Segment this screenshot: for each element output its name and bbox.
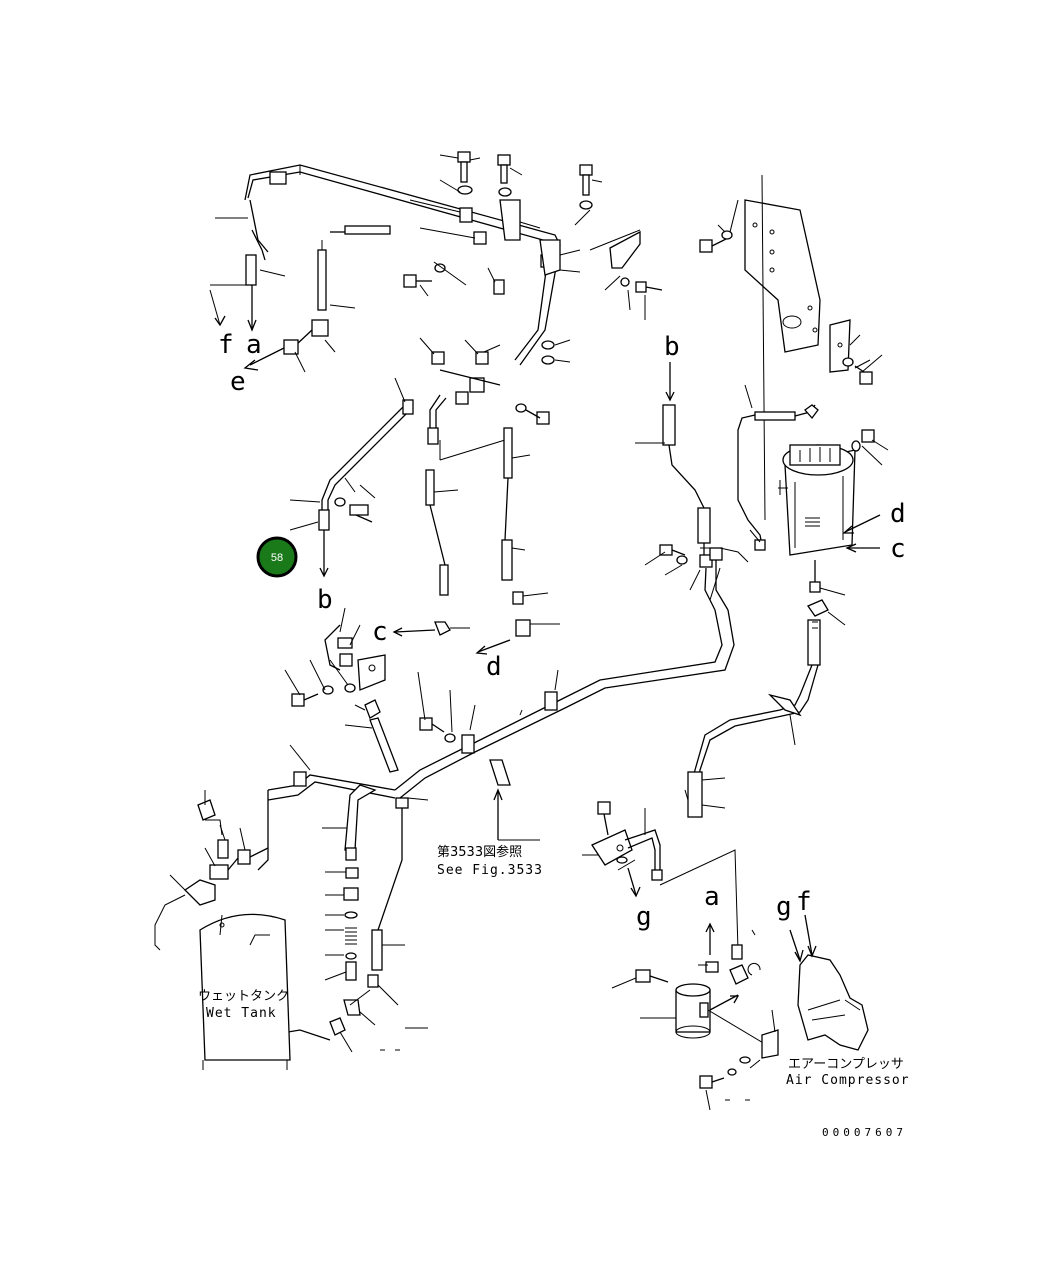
top-bolts-group <box>403 151 663 365</box>
drawing-number: 00007607 <box>822 1126 907 1139</box>
fig-ref-en: See Fig.3533 <box>437 863 543 878</box>
callout-g-mid: g <box>636 902 652 932</box>
callout-d-mid: d <box>486 652 502 682</box>
callout-letters: f a e b d c b c d g a g f <box>218 330 906 932</box>
callout-b-mid-right: b <box>664 332 680 362</box>
wet-tank-en: Wet Tank <box>206 1006 277 1021</box>
captions: 第3533図参照 See Fig.3533 ウェットタンク Wet Tank エ… <box>198 844 910 1139</box>
wet-tank-jp: ウェットタンク <box>198 989 289 1004</box>
callout-e-left: e <box>230 367 246 397</box>
callout-d-right: d <box>890 499 906 529</box>
lower-right-group <box>582 801 869 1111</box>
top-left-pipe-group <box>209 164 561 373</box>
callout-a-top: a <box>246 330 262 360</box>
air-dryer-group <box>684 174 889 818</box>
main-pipe-group <box>394 362 749 841</box>
fig-ref-jp: 第3533図参照 <box>437 844 522 860</box>
callout-f-lower: f <box>796 887 812 917</box>
badge-circle[interactable] <box>256 536 298 578</box>
left-fittings-group <box>154 607 429 1070</box>
badge-label[interactable]: 58 <box>271 552 283 564</box>
callout-b-left: b <box>317 585 333 615</box>
callout-g-lower: g <box>776 892 792 922</box>
callout-c-right: c <box>890 534 906 564</box>
callout-c-mid: c <box>372 617 388 647</box>
air-compressor-en: Air Compressor <box>786 1073 910 1088</box>
air-compressor-jp: エアーコンプレッサ <box>788 1057 904 1072</box>
callout-f-top: f <box>218 330 234 360</box>
item-number-badge[interactable]: 58 <box>256 536 298 578</box>
middle-pipe-group <box>289 337 560 655</box>
callout-a-lower: a <box>704 882 720 912</box>
